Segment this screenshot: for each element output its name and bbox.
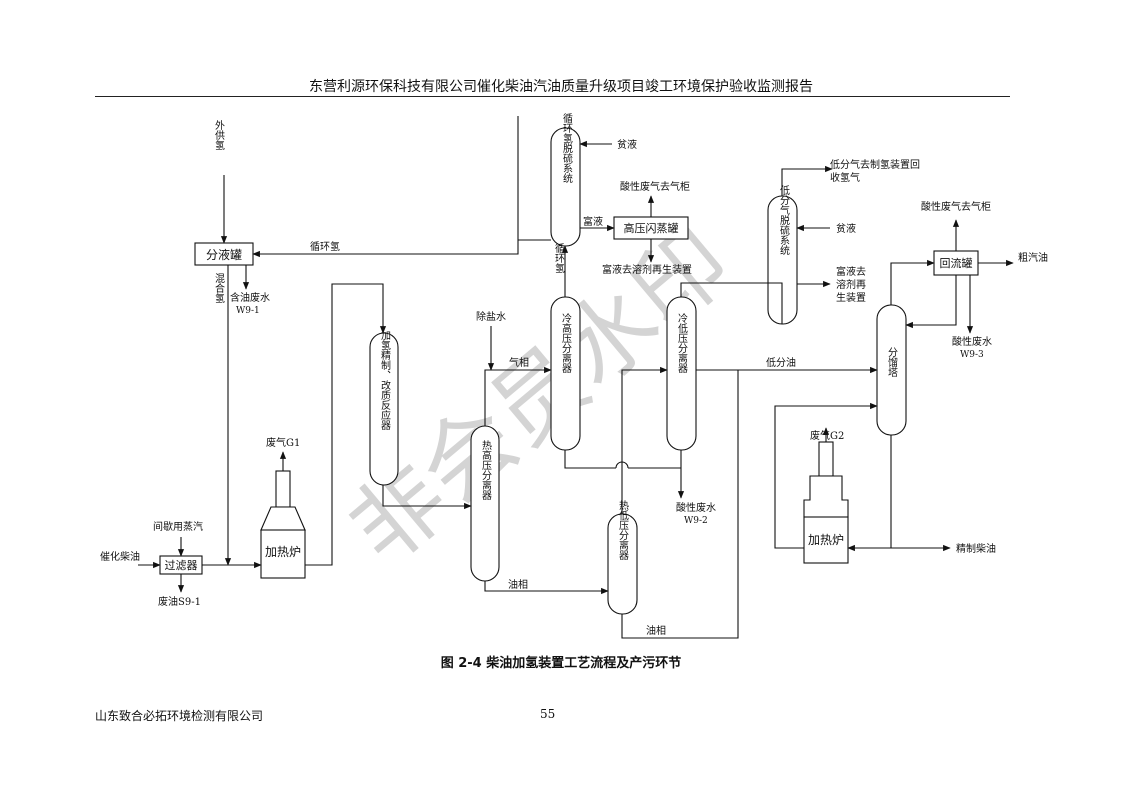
steam-label: 间歇用蒸汽 [153,520,203,533]
recycle-h2-label: 循环氢 [310,240,340,253]
gas-phase-label: 气相 [509,356,529,369]
acid-gas-1-label: 酸性废气去气柜 [620,180,690,193]
rich-to-regen-1-label: 富液去溶剂再生装置 [602,263,692,276]
low-gas-to-h2-label: 低分气去制氢装置回收氢气 [830,160,920,184]
lean-solvent-1-label: 贫液 [617,138,637,151]
w9-2-label: W9-2 [684,516,708,526]
reflux-drum-label: 回流罐 [940,256,973,270]
figure-caption: 图 2-4 柴油加氢装置工艺流程及产污环节 [440,656,682,671]
rich-to-regen-2-label: 富液去溶剂再生装置 [836,267,866,304]
hp-flash-drum-label: 高压闪蒸罐 [624,221,679,235]
oily-wastewater-label: 含油废水 [230,291,270,304]
recycle-h2-desulfurization-label: 循环氢脱硫系统 [561,112,573,183]
low-gas-oil-label: 低分油 [766,356,796,369]
cat-diesel-label: 催化柴油 [100,550,140,563]
heater-1 [260,470,306,579]
cold-lp-separator-label: 冷低压分离器 [676,312,688,374]
cold-hp-separator-label: 冷高压分离器 [560,312,572,374]
external-h2-label: 外供氢 [213,120,225,150]
acid-water-3-label: 酸性废水 [952,335,992,348]
w9-1-label: W9-1 [236,306,260,316]
rich-solvent-label: 富液 [583,215,603,228]
hot-lp-separator-label: 热低压分离器 [617,499,629,561]
heater-2 [803,441,849,564]
page-header: 东营利源环保科技有限公司催化柴油汽油质量升级项目竣工环境保护验收监测报告 [309,79,813,95]
fractionator-label: 分馏塔 [886,347,898,378]
footer-company: 山东致合必拓环境检测有限公司 [95,709,264,723]
lean-solvent-2-label: 贫液 [836,222,856,235]
crude-gasoline-label: 粗汽油 [1018,251,1048,264]
low-gas-desulfurization-label: 低分气脱硫系统 [778,184,790,255]
w9-3-label: W9-3 [960,350,984,360]
acid-gas-2-label: 酸性废气去气柜 [921,200,991,213]
heater-2-label: 加热炉 [808,533,844,547]
heater-1-label: 加热炉 [265,545,301,559]
header-rule [95,96,1010,97]
separator-drum-label: 分液罐 [206,247,242,262]
waste-oil-label: 废油S9-1 [158,595,201,608]
acid-water-2-label: 酸性废水 [676,501,716,514]
desalted-water-label: 除盐水 [476,310,506,323]
hot-hp-separator-label: 热高压分离器 [480,439,492,501]
refined-diesel-label: 精制柴油 [956,542,996,555]
reactor-label: 加氢精制、改质反应器 [379,330,391,431]
filter-label: 过滤器 [165,559,198,572]
oil-phase-1-label: 油相 [508,578,528,591]
page-number: 55 [540,707,556,721]
recycle-h2-vertical-label: 循环氢 [553,242,565,273]
flue-gas-g1-label: 废气G1 [266,436,300,449]
oil-phase-2-label: 油相 [646,624,666,637]
mixed-h2-label: 混合氢 [213,273,225,303]
flue-gas-g2-label: 废气G2 [810,429,844,442]
